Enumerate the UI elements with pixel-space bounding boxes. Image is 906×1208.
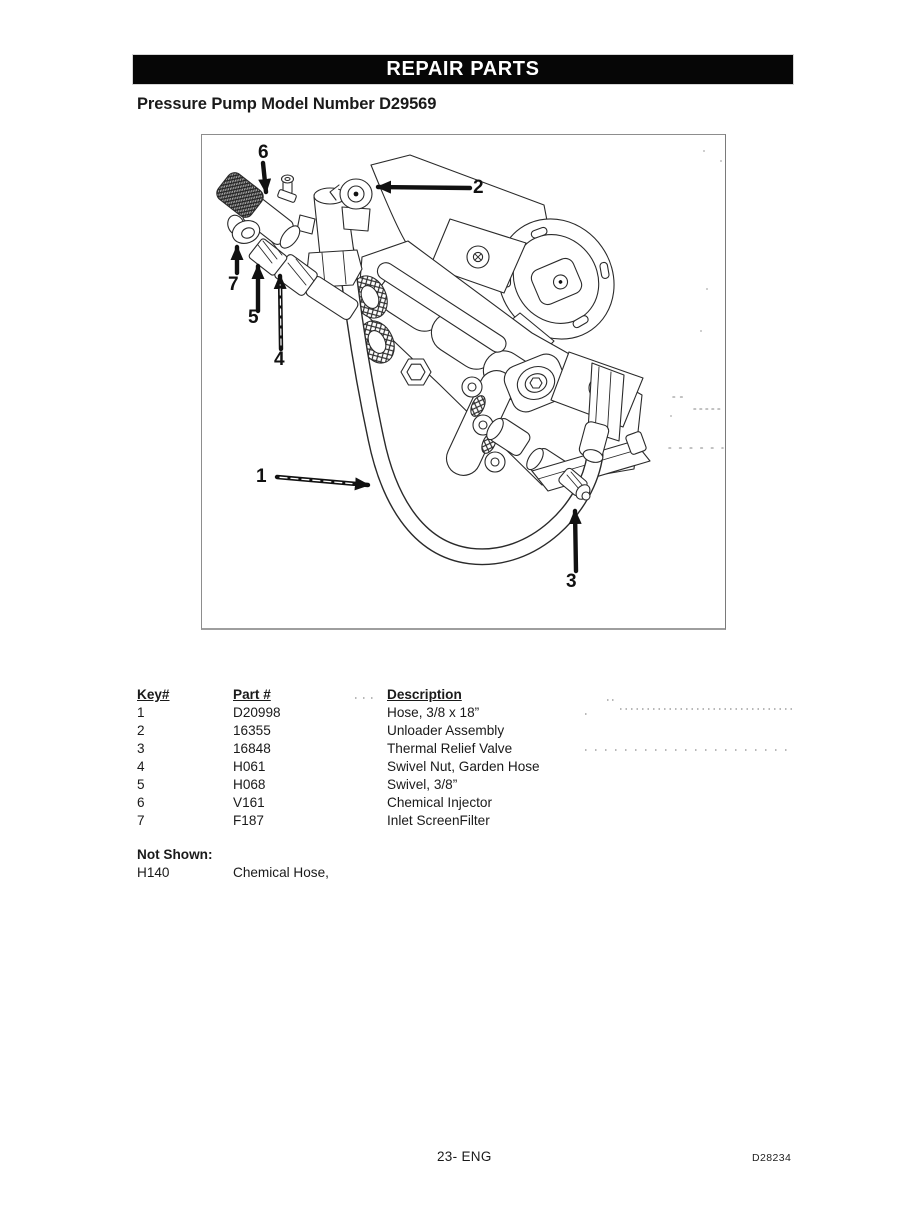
cell-part: V161 bbox=[233, 795, 265, 810]
cell-desc: Thermal Relief Valve bbox=[387, 741, 513, 756]
scan-noise-row bbox=[585, 749, 791, 751]
elbow-fitting bbox=[578, 421, 610, 463]
table-row: 4 H061 Swivel Nut, Garden Hose bbox=[137, 758, 540, 776]
piston-rod bbox=[376, 262, 507, 353]
table-row: 7 F187 Inlet ScreenFilter bbox=[137, 812, 540, 830]
cell-desc: Swivel, 3/8” bbox=[387, 777, 458, 792]
svg-text:2: 2 bbox=[473, 177, 484, 198]
cell-key: 2 bbox=[137, 723, 145, 738]
scan-noise-row bbox=[607, 699, 615, 701]
callout-5: 5 bbox=[248, 263, 265, 328]
document-code: D28234 bbox=[752, 1152, 792, 1164]
cell-key: 5 bbox=[137, 777, 145, 792]
cell-part: F187 bbox=[233, 813, 264, 828]
mounting-flange bbox=[497, 218, 615, 340]
cell-part: H140 bbox=[137, 865, 170, 880]
parts-table-header: Key# Part # Description bbox=[137, 686, 540, 704]
table-row: 5 H068 Swivel, 3/8” bbox=[137, 776, 540, 794]
svg-text:4: 4 bbox=[274, 349, 285, 370]
cell-key: 4 bbox=[137, 759, 145, 774]
cell-desc: Chemical Hose, bbox=[233, 865, 329, 880]
pump-body bbox=[352, 154, 651, 492]
cell-part: D20998 bbox=[233, 705, 281, 720]
table-row: 3 16848 Thermal Relief Valve bbox=[137, 740, 540, 758]
pump-diagram: 1 2 3 4 5 6 7 bbox=[216, 142, 725, 592]
scan-noise-row bbox=[620, 708, 792, 710]
table-row: 6 V161 Chemical Injector bbox=[137, 794, 540, 812]
cell-desc: Chemical Injector bbox=[387, 795, 493, 810]
figure-frame: 1 2 3 4 5 6 7 bbox=[201, 134, 726, 630]
not-shown-section: Not Shown: H140 Chemical Hose, bbox=[137, 846, 329, 882]
callout-1: 1 bbox=[256, 466, 371, 491]
cell-part: 16355 bbox=[233, 723, 271, 738]
cell-key: 3 bbox=[137, 741, 145, 756]
svg-text:1: 1 bbox=[256, 466, 267, 487]
cell-part: H061 bbox=[233, 759, 266, 774]
callout-4: 4 bbox=[273, 273, 287, 370]
table-row: 2 16355 Unloader Assembly bbox=[137, 722, 540, 740]
scan-noise-row bbox=[355, 697, 377, 699]
callout-7: 7 bbox=[228, 244, 244, 295]
cell-key: 7 bbox=[137, 813, 145, 828]
svg-text:3: 3 bbox=[566, 571, 577, 592]
parts-table: Key# Part # Description 1 D20998 Hose, 3… bbox=[137, 686, 540, 830]
cell-key: 6 bbox=[137, 795, 145, 810]
table-row: 1 D20998 Hose, 3/8 x 18” bbox=[137, 704, 540, 722]
page-title: Pressure Pump Model Number D29569 bbox=[137, 95, 437, 113]
cell-desc: Hose, 3/8 x 18” bbox=[387, 705, 480, 720]
unloader-assembly bbox=[329, 178, 373, 232]
cell-desc: Inlet ScreenFilter bbox=[387, 813, 490, 828]
scan-noise bbox=[668, 150, 725, 449]
chemical-injector-group bbox=[216, 172, 359, 321]
cell-part: H068 bbox=[233, 777, 266, 792]
section-header-bar: REPAIR PARTS bbox=[133, 55, 793, 84]
not-shown-title: Not Shown: bbox=[137, 847, 213, 862]
callout-2: 2 bbox=[375, 177, 484, 198]
scan-noise-row bbox=[585, 713, 589, 715]
callouts: 1 2 3 4 5 6 7 bbox=[228, 142, 582, 592]
injector-knob bbox=[216, 172, 264, 218]
col-header-part: Part # bbox=[233, 687, 271, 702]
svg-text:5: 5 bbox=[248, 307, 259, 328]
hex-plug bbox=[400, 358, 432, 386]
hose bbox=[337, 242, 604, 566]
svg-text:6: 6 bbox=[258, 142, 269, 163]
cell-key: 1 bbox=[137, 705, 145, 720]
table-row: H140 Chemical Hose, bbox=[137, 864, 329, 882]
col-header-desc: Description bbox=[387, 687, 462, 702]
section-header-title: REPAIR PARTS bbox=[386, 58, 540, 80]
cell-desc: Swivel Nut, Garden Hose bbox=[387, 759, 540, 774]
page-number: 23- ENG bbox=[437, 1149, 492, 1164]
col-header-key: Key# bbox=[137, 687, 170, 702]
callout-6: 6 bbox=[258, 142, 272, 195]
svg-text:7: 7 bbox=[228, 274, 239, 295]
cell-desc: Unloader Assembly bbox=[387, 723, 505, 738]
thermal-relief-valve bbox=[558, 467, 591, 501]
callout-3: 3 bbox=[566, 508, 582, 592]
cell-part: 16848 bbox=[233, 741, 271, 756]
